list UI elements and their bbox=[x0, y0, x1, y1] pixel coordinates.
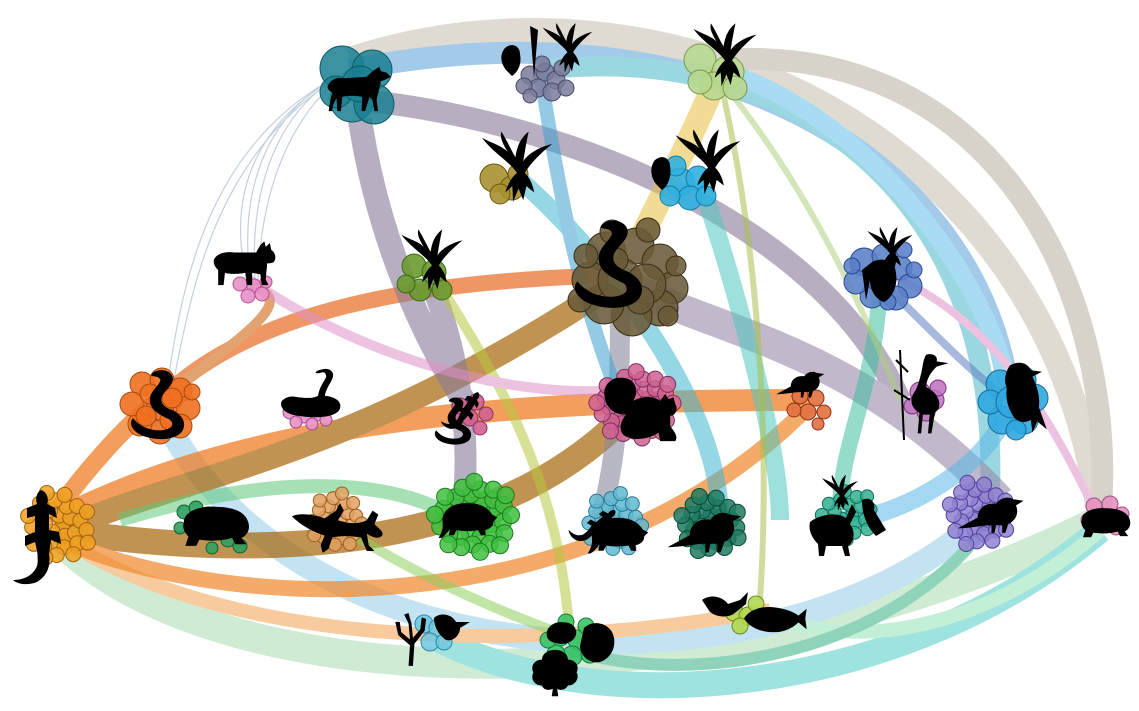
node-gecko[interactable] bbox=[291, 486, 383, 553]
bubble bbox=[79, 503, 95, 520]
node-coral-insect[interactable] bbox=[395, 613, 470, 666]
bubble bbox=[471, 542, 490, 561]
bubble bbox=[425, 505, 444, 524]
bubble bbox=[465, 472, 484, 491]
bubble bbox=[342, 537, 357, 551]
bubble bbox=[959, 474, 976, 491]
swan-icon bbox=[281, 368, 341, 418]
node-crayfish-fish[interactable] bbox=[700, 592, 807, 635]
bubble bbox=[612, 486, 628, 502]
bubble bbox=[958, 536, 975, 552]
node-toad[interactable] bbox=[173, 500, 249, 555]
node-beetle-tree[interactable] bbox=[532, 613, 615, 697]
bubble bbox=[624, 496, 640, 512]
berry-icon bbox=[580, 623, 615, 663]
bubble bbox=[627, 363, 645, 381]
bubble bbox=[65, 546, 82, 563]
crayfish-icon bbox=[700, 592, 748, 617]
node-heron[interactable] bbox=[893, 349, 949, 441]
edge-bundles bbox=[38, 18, 1114, 699]
bubble bbox=[491, 536, 509, 555]
bubble bbox=[689, 542, 707, 559]
node-eagle-blue[interactable] bbox=[843, 227, 923, 311]
node-eagle-top[interactable] bbox=[683, 23, 757, 101]
node-wolf[interactable] bbox=[319, 45, 395, 125]
bubble bbox=[941, 496, 958, 513]
frog-icon bbox=[1081, 508, 1131, 538]
bubble bbox=[502, 506, 520, 525]
bird-icon bbox=[862, 498, 886, 536]
node-owl-hawk[interactable] bbox=[501, 23, 593, 104]
node-deer-birds[interactable] bbox=[809, 474, 886, 556]
bubble bbox=[976, 476, 993, 493]
node-squirrel[interactable] bbox=[588, 363, 682, 447]
node-owl-hawk-blue[interactable] bbox=[651, 129, 741, 211]
node-lizard-orange[interactable] bbox=[13, 485, 96, 585]
bubble bbox=[673, 507, 691, 525]
bubble bbox=[690, 488, 708, 505]
bubble bbox=[601, 422, 619, 440]
node-lizard-snake[interactable] bbox=[434, 384, 494, 445]
node-eagle-green[interactable] bbox=[396, 229, 463, 302]
bubble bbox=[821, 496, 836, 511]
node-sparrow[interactable] bbox=[941, 474, 1024, 552]
bubble bbox=[436, 487, 455, 506]
node-crow[interactable] bbox=[977, 362, 1049, 441]
node-finch[interactable] bbox=[667, 488, 747, 559]
deer-icon bbox=[809, 504, 856, 556]
bubble bbox=[659, 375, 677, 393]
bubble bbox=[984, 532, 1001, 549]
fly-icon bbox=[434, 614, 470, 641]
bubble bbox=[346, 496, 361, 510]
bubble bbox=[335, 486, 349, 501]
owl-icon bbox=[651, 157, 671, 190]
bubble bbox=[496, 486, 515, 505]
toad-icon bbox=[183, 506, 249, 546]
bubble bbox=[947, 522, 964, 539]
node-lizard-rat[interactable] bbox=[567, 486, 650, 556]
node-eagle-mid[interactable] bbox=[479, 131, 553, 205]
node-frog[interactable] bbox=[1080, 495, 1131, 538]
bubble bbox=[589, 493, 605, 509]
bubble bbox=[79, 534, 96, 551]
node-snake-large[interactable] bbox=[567, 217, 689, 337]
owl-icon bbox=[862, 259, 897, 302]
bubble bbox=[439, 535, 458, 554]
node-swan[interactable] bbox=[281, 368, 341, 431]
node-songbird[interactable] bbox=[776, 371, 832, 431]
node-rat[interactable] bbox=[425, 472, 520, 561]
bubble bbox=[56, 486, 73, 503]
bubble bbox=[707, 489, 725, 507]
node-snake-orange[interactable] bbox=[119, 367, 201, 445]
bubble bbox=[312, 493, 327, 508]
bubble bbox=[588, 394, 606, 412]
node-lynx[interactable] bbox=[213, 241, 276, 304]
owl-icon bbox=[501, 26, 538, 78]
